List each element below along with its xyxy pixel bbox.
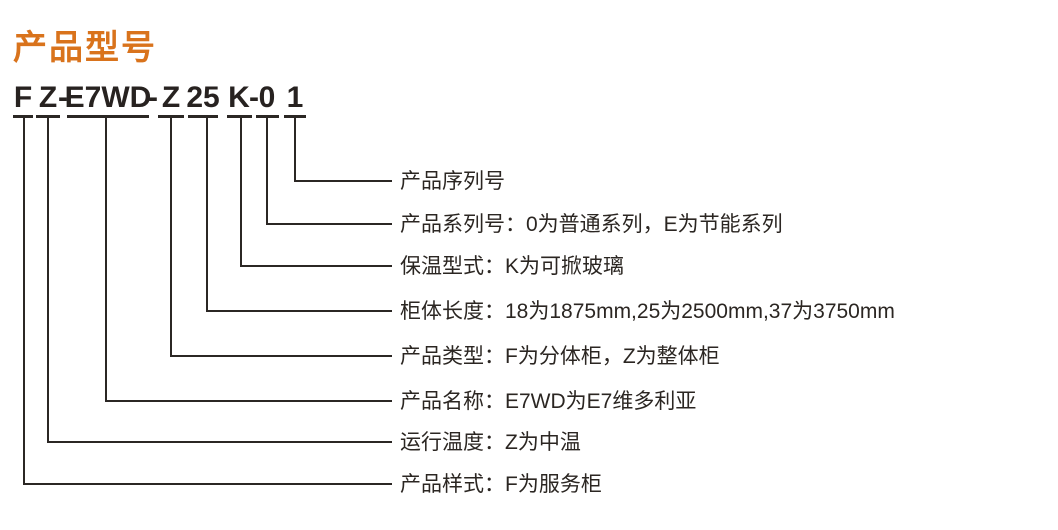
legend-label-product-name: 产品名称：E7WD为E7维多利亚 [400, 390, 697, 413]
legend-label-product-serial: 产品序列号 [400, 170, 505, 193]
legend-label-running-temp: 运行温度：Z为中温 [400, 431, 581, 454]
code-segment-dash-1: - [58, 81, 68, 114]
code-segment-cabinet-length: 25 [186, 81, 220, 114]
code-segment-dash-2: - [148, 81, 158, 114]
code-segment-dash-3: - [249, 81, 259, 114]
underline-product-style [13, 115, 33, 118]
legend-label-product-series: 产品系列号：0为普通系列，E为节能系列 [400, 213, 783, 236]
underline-product-series [256, 115, 279, 118]
code-segment-product-series: 0 [258, 81, 276, 114]
underline-cabinet-length [188, 115, 218, 118]
legend-label-product-type: 产品类型：F为分体柜，Z为整体柜 [400, 345, 720, 368]
underline-insulation-type [227, 115, 252, 118]
connector-product-style [23, 118, 392, 485]
underline-product-name [67, 115, 149, 118]
legend-label-cabinet-length: 柜体长度：18为1875mm,25为2500mm,37为3750mm [400, 300, 895, 323]
legend-label-product-style: 产品样式：F为服务柜 [400, 473, 602, 496]
connector-product-name [105, 118, 392, 402]
code-segment-product-type: Z [161, 81, 181, 114]
connector-product-series [266, 118, 392, 225]
code-segment-running-temp: Z [38, 81, 58, 114]
underline-product-type [158, 115, 184, 118]
code-segment-product-style: F [13, 81, 33, 114]
connector-running-temp [47, 118, 392, 443]
underline-product-serial [284, 115, 306, 118]
connector-product-serial [294, 118, 392, 182]
underline-running-temp [36, 115, 60, 118]
code-segment-product-name: E7WD [64, 81, 152, 114]
legend-label-insulation-type: 保温型式：K为可掀玻璃 [400, 255, 625, 278]
connector-cabinet-length [206, 118, 392, 312]
code-segment-insulation-type: K [228, 81, 250, 114]
page-title: 产品型号 [13, 29, 157, 67]
connector-insulation-type [240, 118, 392, 267]
code-segment-product-serial: 1 [286, 81, 304, 114]
connector-product-type [170, 118, 392, 357]
